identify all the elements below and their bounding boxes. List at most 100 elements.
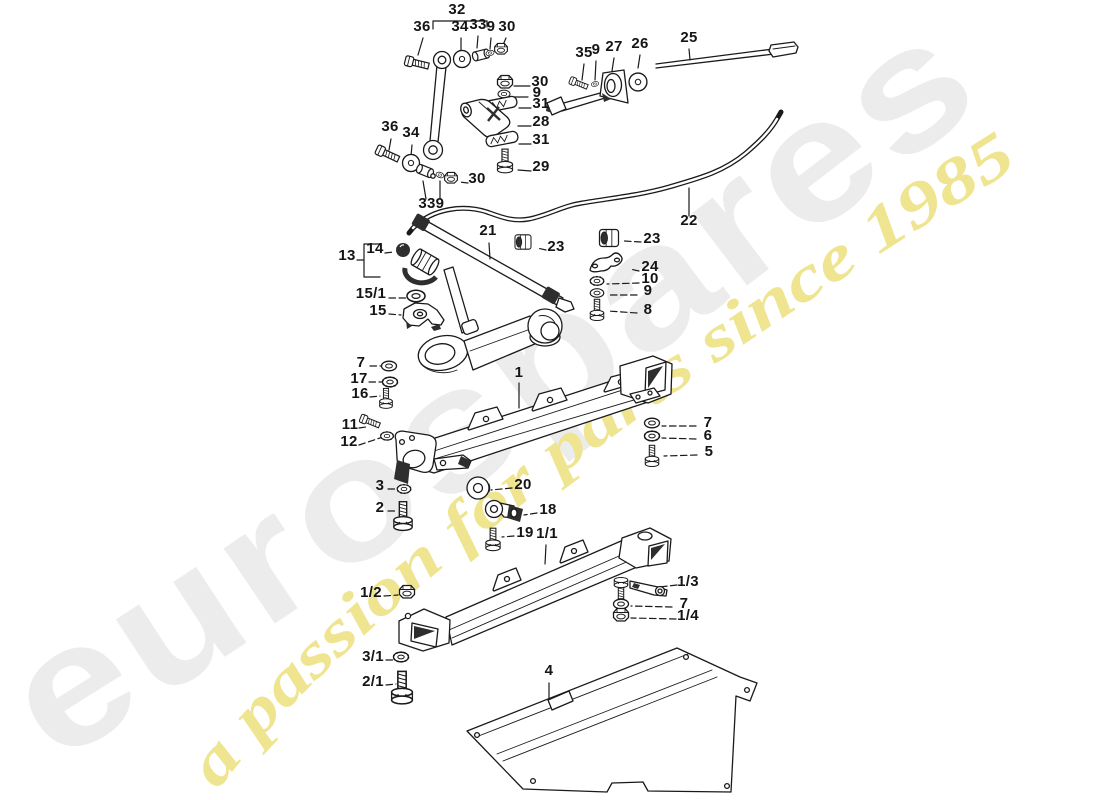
clamp-assembly-28 <box>460 74 520 174</box>
part-label-21: 21 <box>479 222 496 239</box>
part-label-22: 22 <box>680 212 697 229</box>
clamp-24-fasteners <box>589 252 623 322</box>
cap-14-icon <box>396 243 410 257</box>
part-label-32: 32 <box>448 1 465 18</box>
part-label-30: 30 <box>468 170 485 187</box>
part-label-13: 13 <box>338 247 355 264</box>
torsion-bar-21 <box>411 213 575 313</box>
part-label-20: 20 <box>514 476 531 493</box>
part-label-1-1: 1/1 <box>536 525 558 542</box>
part-label-36: 36 <box>413 18 430 35</box>
washer-3-1-icon <box>392 651 410 663</box>
washer-9-icon <box>434 170 446 180</box>
watermark: eurospares a passion for parts since 198… <box>0 0 1026 799</box>
part-label-1-4: 1/4 <box>677 607 699 624</box>
washer-7-icon <box>380 360 398 372</box>
part-label-15: 15 <box>369 302 386 319</box>
bolt-5-icon <box>644 444 660 468</box>
beam-fasteners-right <box>643 417 661 468</box>
bolt-2-1-icon <box>390 670 414 705</box>
part-label-9: 9 <box>644 282 653 299</box>
nut-30-icon <box>496 74 514 89</box>
part-label-4: 4 <box>545 662 554 679</box>
link-assembly-32 <box>403 42 508 161</box>
part-label-18: 18 <box>539 501 556 518</box>
bolt-1-3-icon <box>613 576 629 600</box>
part-label-3-1: 3/1 <box>362 648 384 665</box>
part-label-10: 10 <box>641 270 658 287</box>
bolt-29-icon <box>496 148 514 174</box>
part-label-28: 28 <box>532 113 549 130</box>
part-label-33: 33 <box>469 16 486 33</box>
part-label-36: 36 <box>381 118 398 135</box>
bolt-35-icon <box>568 75 590 92</box>
cross-member-fasteners <box>390 576 668 705</box>
part-label-24: 24 <box>641 258 659 275</box>
mount-23-icon <box>598 228 620 248</box>
part-label-23: 23 <box>643 230 660 247</box>
washer-7-icon <box>612 598 630 610</box>
parts-18-19-20 <box>466 476 523 552</box>
part-label-9: 9 <box>592 41 601 58</box>
torsion-bar-mount-13-15 <box>396 243 445 331</box>
skid-plate-4 <box>466 647 758 793</box>
control-arm <box>417 266 563 374</box>
disc-15-1-icon <box>406 289 426 303</box>
stabilizer-bar-22 <box>406 109 784 236</box>
axle-beam-1 <box>394 355 673 484</box>
washer-12-icon <box>379 431 395 441</box>
part-label-2: 2 <box>376 499 385 516</box>
part-label-31: 31 <box>532 95 549 112</box>
bolt-36-icon <box>403 54 431 72</box>
part-label-25: 25 <box>680 29 697 46</box>
bushing-34-icon <box>452 49 472 69</box>
part-label-27: 27 <box>605 38 622 55</box>
part-label-19: 19 <box>516 524 533 541</box>
part-label-29: 29 <box>532 158 549 175</box>
part-label-33: 33 <box>418 195 435 212</box>
part-label-34: 34 <box>402 124 420 141</box>
part-label-23: 23 <box>547 238 564 255</box>
part-label-12: 12 <box>340 433 357 450</box>
part-label-15-1: 15/1 <box>356 285 386 302</box>
nut-1-4-icon <box>612 607 630 622</box>
part-label-1-2: 1/2 <box>360 584 382 601</box>
part-label-7: 7 <box>357 354 366 371</box>
part-label-35: 35 <box>575 44 592 61</box>
washer-3-icon <box>396 483 412 495</box>
part-label-3: 3 <box>376 477 385 494</box>
washer-9-icon <box>590 80 600 88</box>
part-label-7: 7 <box>680 595 689 612</box>
cross-member-1-1 <box>398 527 672 652</box>
link-fasteners-lower <box>373 143 458 184</box>
part-label-26: 26 <box>631 35 648 52</box>
mount-23-icon <box>514 234 532 250</box>
part-label-2-1: 2/1 <box>362 673 384 690</box>
washer-17-icon <box>381 376 399 388</box>
part-label-7: 7 <box>704 414 713 431</box>
washer-7-icon <box>643 417 661 429</box>
part-label-1: 1 <box>515 364 524 381</box>
nut-1-2-icon <box>398 584 416 599</box>
part-label-9: 9 <box>533 84 542 101</box>
nut-30-icon <box>444 171 458 184</box>
washer-10-icon <box>589 275 605 287</box>
part-label-30: 30 <box>531 73 548 90</box>
diagram-artwork <box>358 41 799 793</box>
washer-6-icon <box>643 430 661 442</box>
part-label-30: 30 <box>498 18 515 35</box>
part-label-9: 9 <box>487 18 496 35</box>
part-label-31: 31 <box>532 131 549 148</box>
part-label-5: 5 <box>705 443 714 460</box>
part-label-16: 16 <box>351 385 368 402</box>
part-label-9: 9 <box>436 195 445 212</box>
part-label-1-3: 1/3 <box>677 573 699 590</box>
leader-lines <box>356 20 698 705</box>
bolt-36-icon <box>373 143 402 165</box>
part-label-17: 17 <box>350 370 367 387</box>
part-label-34: 34 <box>451 18 469 35</box>
part-label-11: 11 <box>342 416 358 433</box>
